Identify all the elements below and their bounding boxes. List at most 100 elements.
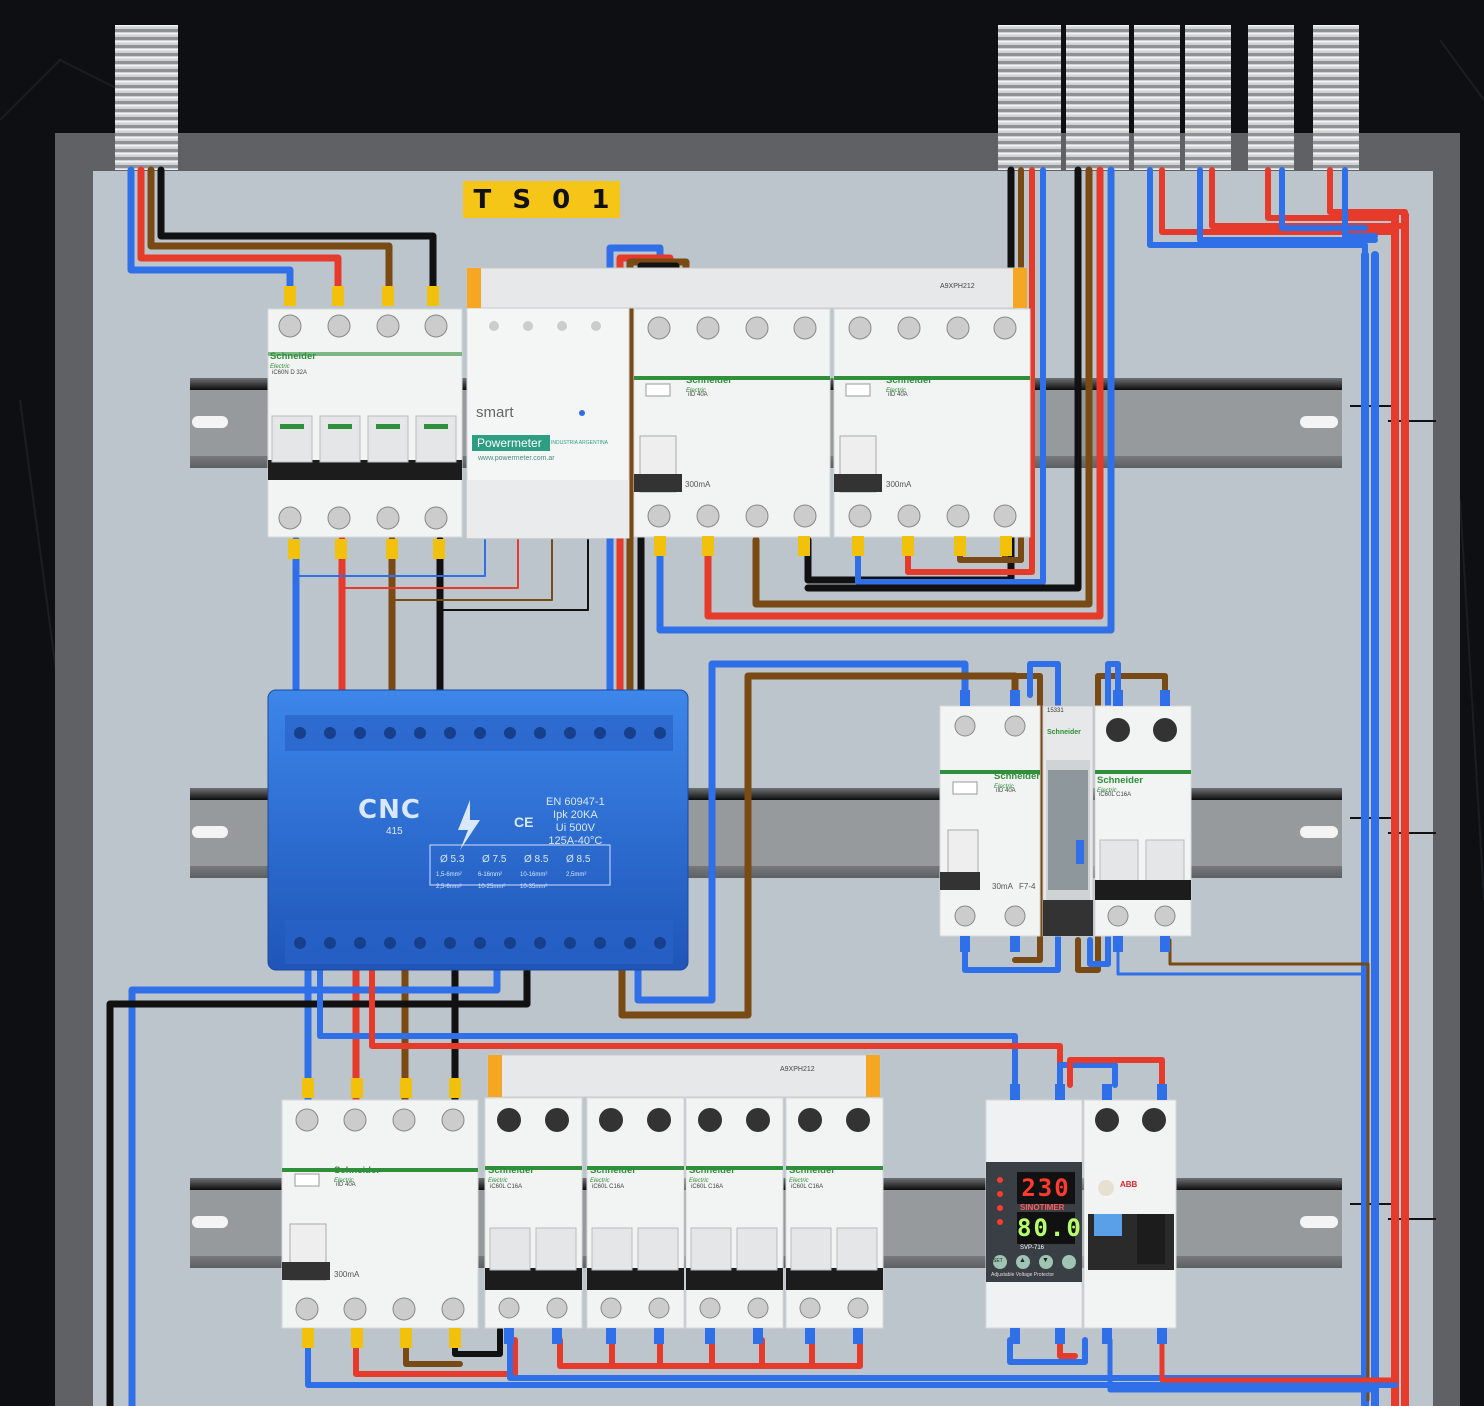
- diameter-label: Ø 7.5: [482, 854, 507, 865]
- mcb-row3-model: iC60L C16A: [691, 1184, 724, 1190]
- range-label: 1,5-6mm²: [436, 872, 462, 878]
- mcb-row2: [1094, 705, 1192, 937]
- down-button[interactable]: ▼: [1042, 1257, 1049, 1264]
- blue-ferrules: [960, 690, 1170, 952]
- range-label: 2,5mm²: [566, 872, 587, 878]
- tag-char: 0: [552, 184, 571, 215]
- main-breaker: [267, 308, 463, 538]
- brand-text: Schneider: [689, 1165, 735, 1176]
- diameter-label: Ø 5.3: [440, 854, 465, 865]
- comb-busbar-bottom: [487, 1054, 881, 1098]
- time-switch: [1042, 705, 1094, 937]
- powermeter-name: Powermeter: [472, 435, 550, 451]
- rcd-row3: [281, 1099, 479, 1329]
- distribution-block-logo: CNC: [358, 795, 421, 825]
- wiring: [106, 166, 1409, 1406]
- mcb-row2-model: iC60L C16A: [1099, 792, 1132, 798]
- ferrules: [284, 286, 1012, 559]
- rcd-row1: [633, 308, 1031, 538]
- brand-text: Schneider: [994, 771, 1040, 782]
- rcd2-rating: 300mA: [886, 480, 912, 489]
- brand-text: Schneider: [270, 351, 316, 362]
- range-label: 6-16mm²: [478, 872, 503, 878]
- rcd1-model: iID 40A: [688, 392, 708, 398]
- rcd1-brand: Schneider Electric: [686, 376, 732, 396]
- brand-text: Schneider: [1097, 775, 1143, 786]
- voltage-protector-caption: Adjustable Voltage Protector: [991, 1272, 1055, 1278]
- main-breaker-model: iC60N D 32A: [272, 370, 308, 376]
- distribution-block-body: [267, 689, 689, 971]
- voltage-display: 230: [1017, 1173, 1075, 1203]
- main-breaker-brand: Schneider Electric: [270, 352, 316, 372]
- rcd-row3-rating: 300mA: [334, 1270, 360, 1279]
- mcb-row3-model: iC60L C16A: [592, 1184, 625, 1190]
- mcb-row3-model: iC60L C16A: [490, 1184, 523, 1190]
- mcb-row2-brand: Schneider Electric: [1097, 776, 1143, 796]
- rcd-row2: [939, 705, 1041, 937]
- range-label: 10-25mm²: [478, 884, 506, 890]
- comb-busbar-top: [466, 267, 1028, 309]
- powermeter-url: www.powermeter.com.ar: [478, 455, 555, 462]
- brand-text: Schneider: [590, 1165, 636, 1176]
- brand-sub: Electric: [334, 1178, 354, 1184]
- rcd-row2-code: F7-4: [1019, 882, 1036, 891]
- rcd-row3-model: iID 40A: [336, 1182, 356, 1188]
- powermeter-body: [466, 295, 630, 539]
- rcd2-brand: Schneider Electric: [886, 376, 932, 396]
- tag-char: S: [512, 184, 532, 215]
- up-button[interactable]: ▲: [1019, 1257, 1026, 1264]
- rcd2-model: iID 40A: [888, 392, 908, 398]
- brand-sub: Electric: [789, 1178, 809, 1184]
- diameter-label: Ø 8.5: [524, 854, 549, 865]
- distribution-block-ce: CE: [514, 814, 534, 830]
- voltage-protector-model: SVP-716: [1020, 1245, 1045, 1251]
- spec-standard: EN 60947-1: [546, 796, 605, 808]
- brand-sub: Electric: [488, 1178, 508, 1184]
- brand-text: Schneider: [686, 375, 732, 386]
- brand-sub: Electric: [886, 388, 906, 394]
- timer-number: 15331: [1047, 708, 1064, 714]
- tag-char: T: [473, 184, 492, 215]
- brand-sub: Electric: [686, 388, 706, 394]
- brand-text: Schneider: [334, 1165, 380, 1176]
- rcd1-rating: 300mA: [685, 480, 711, 489]
- distribution-block-specs: EN 60947-1 Ipk 20KA Ui 500V 125A-40°C: [546, 796, 605, 848]
- comb-label-top: A9XPH212: [940, 283, 975, 290]
- set-button[interactable]: SET: [993, 1258, 1003, 1264]
- current-display: 80.0: [1017, 1213, 1083, 1243]
- diameter-label: Ø 8.5: [566, 854, 591, 865]
- panel-tag: T S 0 1: [463, 181, 620, 218]
- brand-text: Schneider: [789, 1165, 835, 1176]
- rcd-row2-rating: 30mA: [992, 882, 1013, 891]
- tag-char: 1: [591, 184, 610, 215]
- rcd-row2-brand: Schneider Electric: [994, 772, 1040, 792]
- spec-rating: 125A-40°C: [548, 835, 603, 847]
- brand-text: Schneider: [488, 1165, 534, 1176]
- brand-sub: Electric: [590, 1178, 610, 1184]
- powermeter-origin: INDUSTRIA ARGENTINA: [551, 440, 608, 446]
- spec-ipk: Ipk 20KA: [553, 809, 598, 821]
- brand-text: Schneider: [886, 375, 932, 386]
- distribution-block-code: 415: [386, 826, 403, 837]
- mcb-row3-model: iC60L C16A: [791, 1184, 824, 1190]
- brand-sub: Electric: [270, 364, 290, 370]
- powermeter-smart: smart: [476, 404, 514, 421]
- spec-ui: Ui 500V: [555, 822, 595, 834]
- rcd-row3-brand: Schneider Electric: [334, 1166, 380, 1186]
- abb-brand: ABB: [1120, 1180, 1138, 1189]
- brand-sub: Electric: [1097, 788, 1117, 794]
- conduits: [115, 25, 1359, 170]
- rcd-row2-model: iID 40A: [996, 788, 1016, 794]
- timer-brand: Schneider: [1047, 729, 1081, 736]
- comb-label-bottom: A9XPH212: [780, 1066, 815, 1073]
- brand-sub: Electric: [689, 1178, 709, 1184]
- mcbs-row3: [484, 1097, 884, 1329]
- range-label: 10-35mm²: [520, 884, 548, 890]
- brand-sub: Electric: [994, 784, 1014, 790]
- voltage-protector-brand: SINOTIMER: [1020, 1203, 1065, 1212]
